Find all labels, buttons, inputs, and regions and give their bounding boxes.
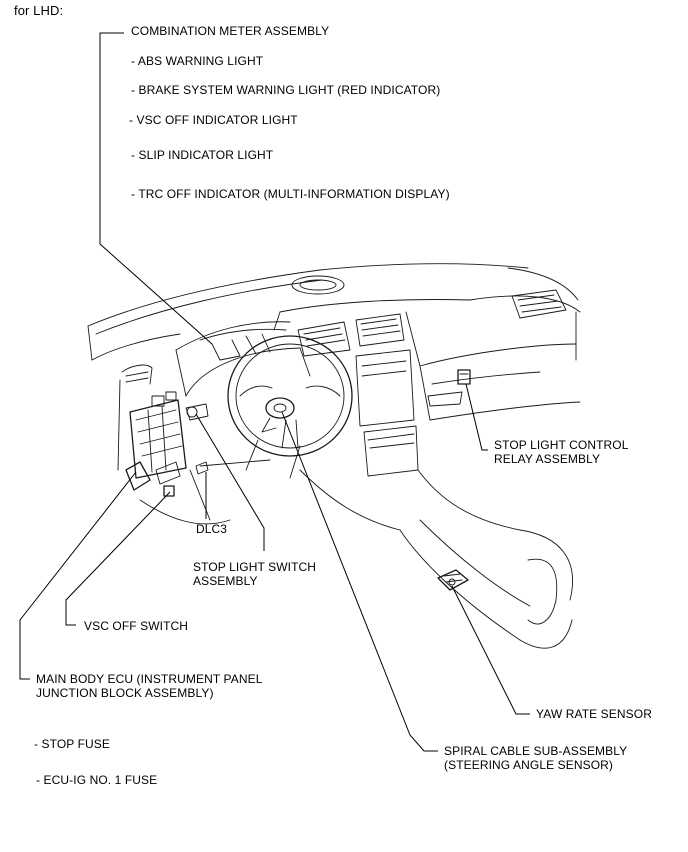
leader-lines (19, 32, 530, 752)
label-trc-off-indicator: - TRC OFF INDICATOR (MULTI-INFORMATION D… (131, 187, 450, 201)
steering-wheel (227, 335, 353, 479)
label-brake-warning-light: - BRAKE SYSTEM WARNING LIGHT (RED INDICA… (131, 83, 441, 97)
label-abs-warning-light: - ABS WARNING LIGHT (131, 54, 264, 68)
label-stop-light-relay-line1: STOP LIGHT CONTROL (494, 438, 629, 452)
stop-light-relay (457, 369, 471, 385)
label-vsc-off-indicator: - VSC OFF INDICATOR LIGHT (129, 113, 298, 127)
junction-block (125, 391, 209, 497)
label-ecu-ig-fuse: - ECU-IG NO. 1 FUSE (36, 773, 158, 787)
label-stop-light-switch-line2: ASSEMBLY (193, 574, 258, 588)
label-yaw-rate-sensor: YAW RATE SENSOR (536, 707, 652, 721)
dashboard-outline (87, 263, 581, 649)
label-main-body-ecu-line1: MAIN BODY ECU (INSTRUMENT PANEL (36, 672, 263, 686)
label-dlc3: DLC3 (196, 522, 228, 536)
yaw-rate-sensor (437, 569, 469, 591)
label-vsc-off-switch: VSC OFF SWITCH (84, 619, 189, 633)
diagram-title: for LHD: (14, 3, 64, 18)
stop-light-switch (185, 403, 209, 421)
label-main-body-ecu-line2: JUNCTION BLOCK ASSEMBLY) (36, 686, 214, 700)
label-slip-indicator: - SLIP INDICATOR LIGHT (131, 148, 274, 162)
label-stop-light-relay-line2: RELAY ASSEMBLY (494, 452, 601, 466)
label-stop-fuse: - STOP FUSE (34, 737, 111, 751)
label-combination-meter: COMBINATION METER ASSEMBLY (131, 24, 330, 38)
label-stop-light-switch-line1: STOP LIGHT SWITCH (193, 560, 317, 574)
label-spiral-cable-line1: SPIRAL CABLE SUB-ASSEMBLY (444, 744, 628, 758)
label-spiral-cable-line2: (STEERING ANGLE SENSOR) (444, 758, 613, 772)
